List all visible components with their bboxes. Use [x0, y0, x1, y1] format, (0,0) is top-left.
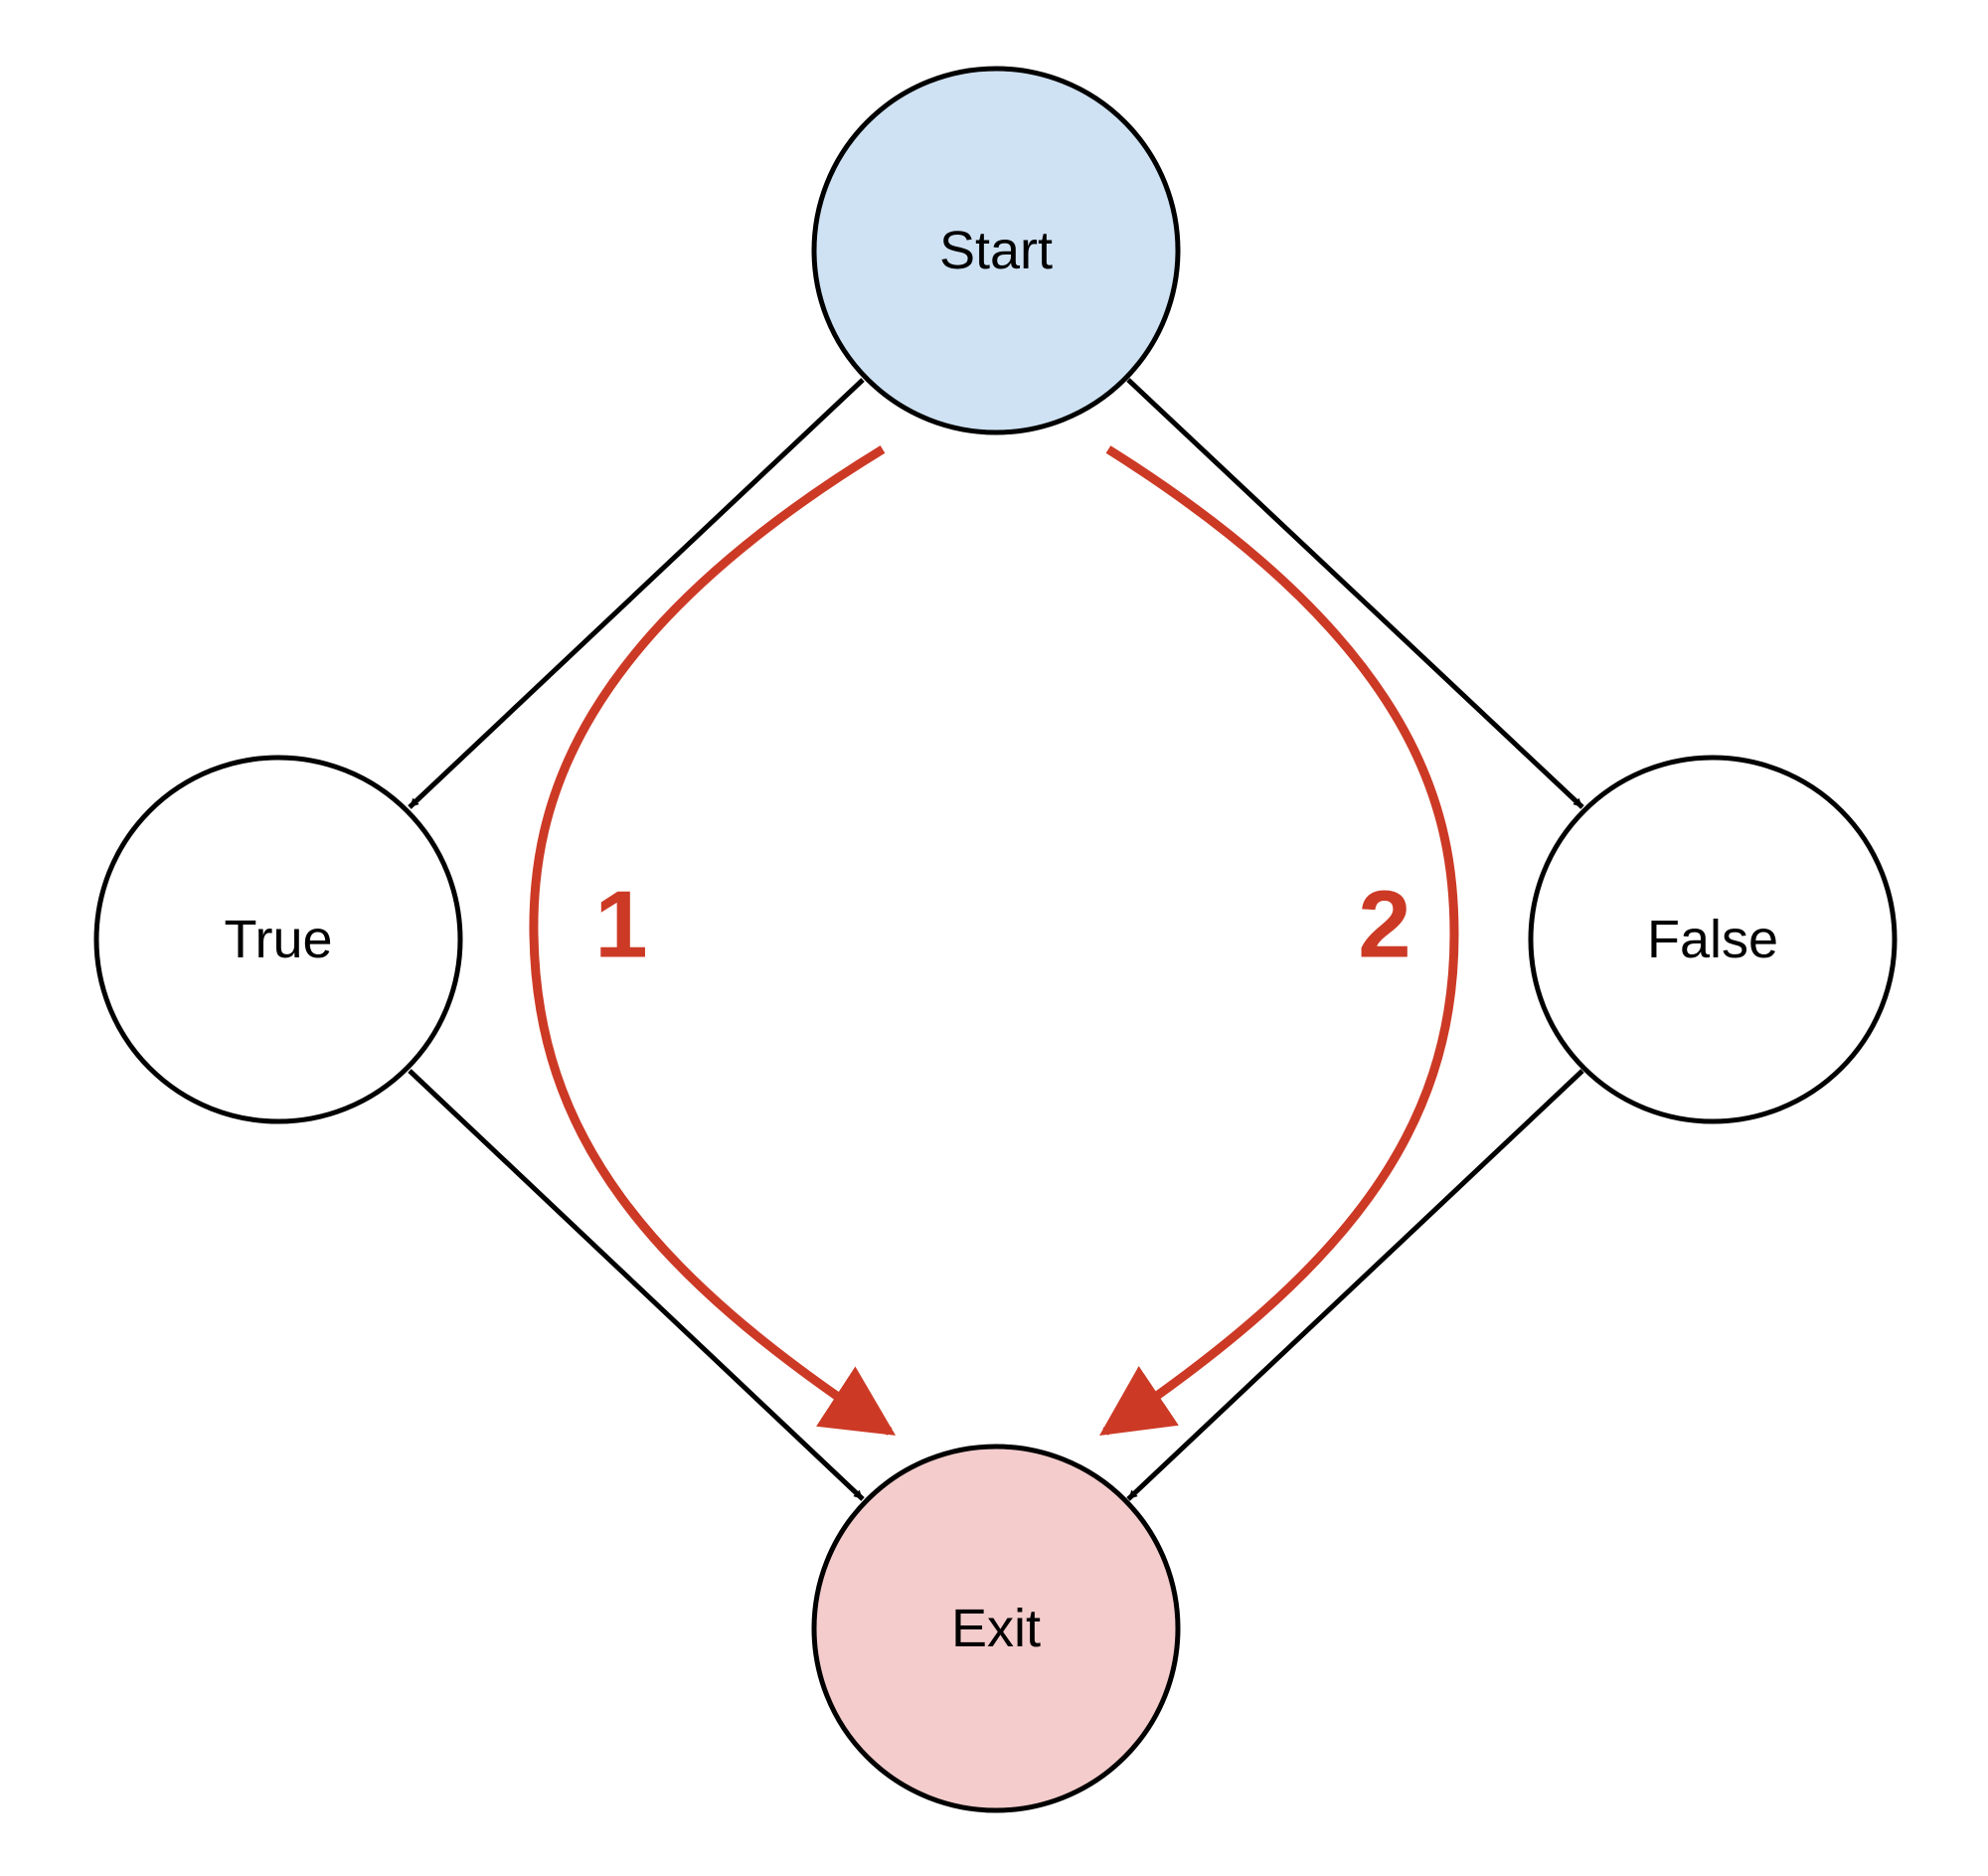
- edge-start-to-true: [408, 378, 865, 809]
- node-false-label: False: [1647, 910, 1778, 969]
- node-start-circle: [811, 66, 1181, 435]
- edge-start-to-false: [1126, 378, 1584, 809]
- node-true-circle: [93, 755, 463, 1124]
- path-2-curve: [1099, 445, 1459, 1437]
- path-2-label: 2: [1358, 872, 1410, 978]
- node-exit: Exit: [811, 1444, 1181, 1813]
- highlighted-paths: 1 2: [529, 445, 1459, 1437]
- edge-false-to-exit: [1126, 1069, 1584, 1501]
- path-1-curve: [529, 445, 897, 1436]
- edges: [408, 378, 1584, 1501]
- node-false-circle: [1528, 755, 1898, 1124]
- node-start-label: Start: [939, 221, 1053, 280]
- node-false: False: [1528, 755, 1898, 1124]
- node-start: Start: [811, 66, 1181, 435]
- path-1-label: 1: [594, 872, 647, 978]
- node-exit-label: Exit: [951, 1599, 1041, 1658]
- node-true: True: [93, 755, 463, 1124]
- node-exit-circle: [811, 1444, 1181, 1813]
- node-true-label: True: [224, 910, 332, 969]
- edge-true-to-exit: [408, 1069, 865, 1501]
